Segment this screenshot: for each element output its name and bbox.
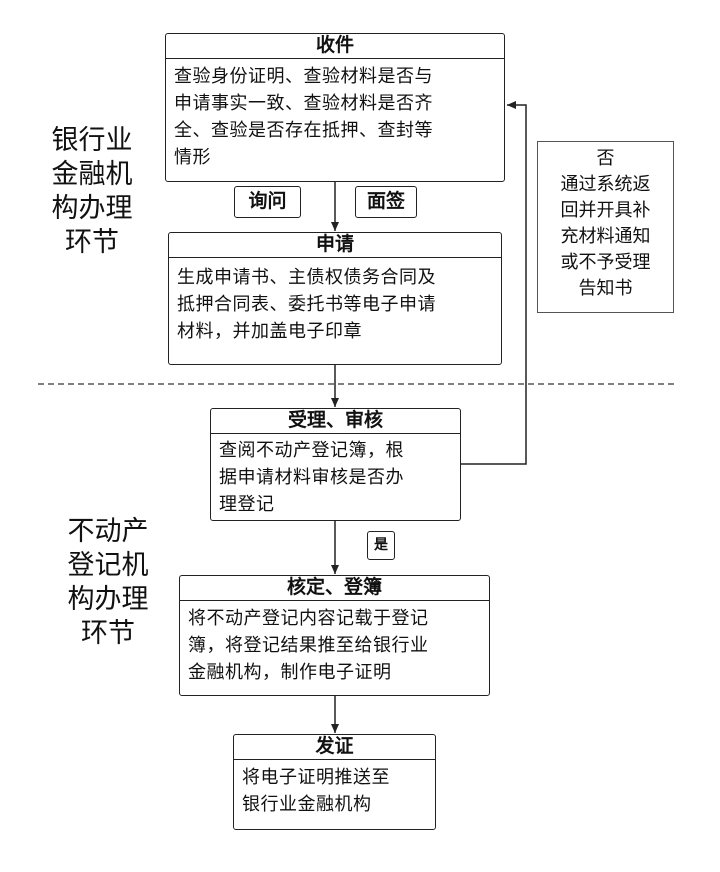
bank-stage-label: 银行业 金融机 构办理 环节 xyxy=(42,124,142,260)
step-receive-line: 全、查验是否存在抵押、查封等 xyxy=(174,120,433,141)
reject-note-line: 通过系统返 xyxy=(560,174,651,195)
bank-stage-label-line: 银行业 xyxy=(51,125,133,156)
step-approve-register-text: 将不动产登记内容记载于登记 簿，将登记结果推至给银行业 金融机构，制作电子证明 xyxy=(180,601,489,686)
tag-yes: 是 xyxy=(367,531,395,560)
step-issue-certificate-line: 银行业金融机构 xyxy=(242,794,372,815)
step-accept-review-line: 查阅不动产登记簿，根 xyxy=(219,440,404,461)
reject-note-line: 否 xyxy=(596,148,615,169)
registry-stage-label-line: 构办理 xyxy=(67,584,149,615)
registry-stage-label-line: 环节 xyxy=(81,618,135,649)
step-approve-register-line: 簿，将登记结果推至给银行业 xyxy=(188,635,429,656)
reject-note-line: 或不予受理 xyxy=(560,252,651,273)
step-apply-line: 生成申请书、主债权债务合同及 xyxy=(177,267,436,288)
step-approve-register-title: 核定、登簿 xyxy=(180,576,489,601)
step-receive-line: 情形 xyxy=(174,147,211,168)
reject-note-line: 告知书 xyxy=(578,278,633,299)
step-issue-certificate-line: 将电子证明推送至 xyxy=(242,767,390,788)
tag-sign: 面签 xyxy=(355,186,417,218)
registry-stage-label: 不动产 登记机 构办理 环节 xyxy=(58,515,158,651)
step-accept-review-title: 受理、审核 xyxy=(211,409,460,434)
bank-stage-label-line: 金融机 xyxy=(51,159,133,190)
step-issue-certificate: 发证 将电子证明推送至 银行业金融机构 xyxy=(233,734,436,830)
step-issue-certificate-text: 将电子证明推送至 银行业金融机构 xyxy=(234,760,435,818)
reject-note-line: 回并开具补 xyxy=(560,200,651,221)
reject-note-line: 充材料通知 xyxy=(560,226,651,247)
reject-note: 否 通过系统返 回并开具补 充材料通知 或不予受理 告知书 xyxy=(537,141,674,313)
bank-stage-label-line: 构办理 xyxy=(51,193,133,224)
step-issue-certificate-title: 发证 xyxy=(234,735,435,760)
step-receive-line: 查验身份证明、查验材料是否与 xyxy=(174,66,433,87)
step-apply-line: 材料，并加盖电子印章 xyxy=(177,321,362,342)
step-apply-text: 生成申请书、主债权债务合同及 抵押合同表、委托书等电子申请 材料，并加盖电子印章 xyxy=(169,258,501,345)
registry-stage-label-line: 登记机 xyxy=(67,550,149,581)
registry-stage-label-line: 不动产 xyxy=(67,516,149,547)
step-apply-line: 抵押合同表、委托书等电子申请 xyxy=(177,294,436,315)
step-receive: 收件 查验身份证明、查验材料是否与 申请事实一致、查验材料是否齐 全、查验是否存… xyxy=(165,33,505,182)
step-accept-review-line: 理登记 xyxy=(219,494,275,515)
step-accept-review-line: 据申请材料审核是否办 xyxy=(219,467,404,488)
step-approve-register-line: 将不动产登记内容记载于登记 xyxy=(188,608,429,629)
step-accept-review: 受理、审核 查阅不动产登记簿，根 据申请材料审核是否办 理登记 xyxy=(210,408,461,521)
step-receive-line: 申请事实一致、查验材料是否齐 xyxy=(174,93,433,114)
step-approve-register-line: 金融机构，制作电子证明 xyxy=(188,662,392,683)
step-apply-title: 申请 xyxy=(169,233,501,258)
step-receive-text: 查验身份证明、查验材料是否与 申请事实一致、查验材料是否齐 全、查验是否存在抵押… xyxy=(166,59,504,171)
step-receive-title: 收件 xyxy=(166,34,504,59)
step-approve-register: 核定、登簿 将不动产登记内容记载于登记 簿，将登记结果推至给银行业 金融机构，制… xyxy=(179,575,490,696)
step-apply: 申请 生成申请书、主债权债务合同及 抵押合同表、委托书等电子申请 材料，并加盖电… xyxy=(168,232,502,365)
step-accept-review-text: 查阅不动产登记簿，根 据申请材料审核是否办 理登记 xyxy=(211,434,460,518)
tag-inquiry: 询问 xyxy=(234,186,301,218)
bank-stage-label-line: 环节 xyxy=(65,227,119,258)
arrow-reject-return xyxy=(461,101,527,465)
